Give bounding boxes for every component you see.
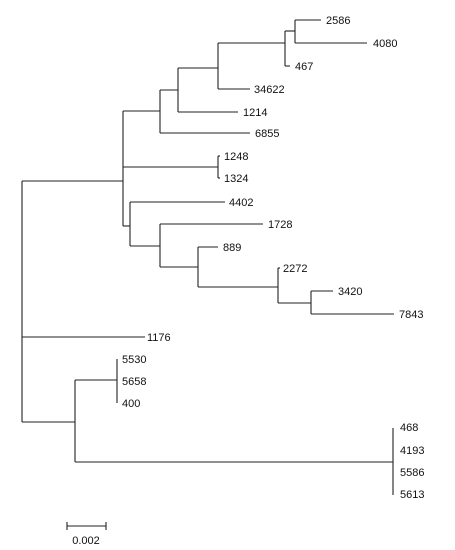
leaf-label: 467 [295, 61, 313, 73]
leaf-label: 1324 [224, 173, 248, 185]
leaf-label: 889 [223, 242, 241, 254]
scale-bar-label: 0.002 [72, 535, 100, 547]
leaf-label: 34622 [254, 84, 285, 96]
leaf-label: 2586 [326, 15, 350, 27]
leaf-label: 5658 [122, 376, 146, 388]
leaf-label: 6855 [255, 128, 279, 140]
leaf-label: 1728 [268, 219, 292, 231]
leaf-label: 2272 [283, 263, 307, 275]
leaf-label: 468 [400, 422, 418, 434]
scale-bar: 0.002 [66, 522, 107, 547]
leaf-label: 1248 [224, 151, 248, 163]
leaf-label: 400 [122, 398, 140, 410]
leaf-label: 7843 [399, 309, 423, 321]
leaf-label: 4080 [373, 38, 397, 50]
leaf-label: 4402 [229, 197, 253, 209]
leaf-label: 1214 [243, 107, 267, 119]
leaf-label: 5613 [400, 489, 424, 501]
leaf-label: 5586 [400, 467, 424, 479]
leaf-label: 4193 [400, 445, 424, 457]
leaf-label: 5530 [122, 354, 146, 366]
leaf-label: 1176 [147, 332, 171, 344]
leaf-label: 3420 [338, 286, 362, 298]
